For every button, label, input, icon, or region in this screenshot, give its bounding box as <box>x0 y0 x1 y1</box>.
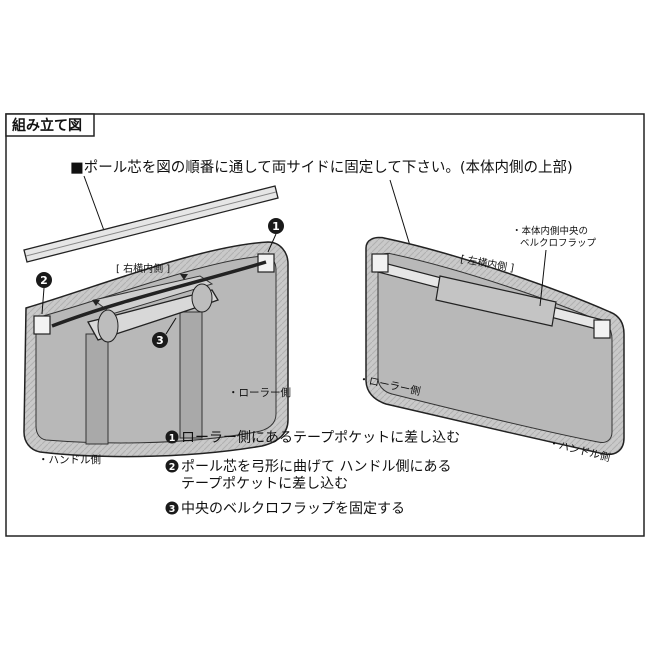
marker-1: 1 <box>268 218 284 234</box>
step-2: 2 ポール芯を弓形に曲げて ハンドル側にある テープポケットに差し込む <box>165 459 451 492</box>
left-handle-side-label: ・ハンドル側 <box>38 453 101 466</box>
step-2-text-line1: ポール芯を弓形に曲げて ハンドル側にある <box>181 459 451 475</box>
step-3: 3 中央のベルクロフラップを固定する <box>165 501 405 517</box>
step-3-text: 中央のベルクロフラップを固定する <box>181 501 405 517</box>
svg-text:2: 2 <box>40 274 48 287</box>
figure-heading: 組み立て図 <box>12 117 82 134</box>
svg-text:1: 1 <box>169 433 176 444</box>
left-roller-side-label: ・ローラー側 <box>228 386 291 399</box>
left-panel-tag: [ 右横内側 ] <box>116 262 170 275</box>
marker-3-leader <box>165 317 177 335</box>
svg-text:2: 2 <box>169 462 176 473</box>
right-panel <box>365 236 625 456</box>
velcro-note-leader <box>539 249 547 307</box>
pole-core <box>23 185 279 263</box>
tape-pocket-roller-right <box>371 253 389 273</box>
marker-2-leader <box>41 287 45 315</box>
svg-text:3: 3 <box>156 334 164 347</box>
tape-pocket-handle-right <box>593 319 611 339</box>
step-2-text-line2: テープポケットに差し込む <box>181 476 348 492</box>
instruction-text: ■ポール芯を図の順番に通して両サイドに固定して下さい。(本体内側の上部) <box>70 159 573 176</box>
svg-text:1: 1 <box>272 220 280 233</box>
left-panel <box>23 241 289 458</box>
velcro-flap-left <box>87 283 219 343</box>
instruction-leader <box>83 175 107 237</box>
tape-pocket-handle-left <box>33 315 51 335</box>
marker-1-leader <box>267 233 277 253</box>
velcro-note-line1: ・本体内側中央の <box>512 225 588 237</box>
velcro-flap-right <box>435 275 557 327</box>
marker-3: 3 <box>152 332 168 348</box>
step-1-text: ローラー側にあるテープポケットに差し込む <box>181 430 460 446</box>
marker-2: 2 <box>36 272 52 288</box>
svg-text:3: 3 <box>169 504 176 515</box>
bent-pole <box>51 260 267 328</box>
velcro-note-line2: ベルクロフラップ <box>520 238 597 249</box>
heading-box <box>5 113 95 137</box>
step-1: 1 ローラー側にあるテープポケットに差し込む <box>165 430 460 446</box>
